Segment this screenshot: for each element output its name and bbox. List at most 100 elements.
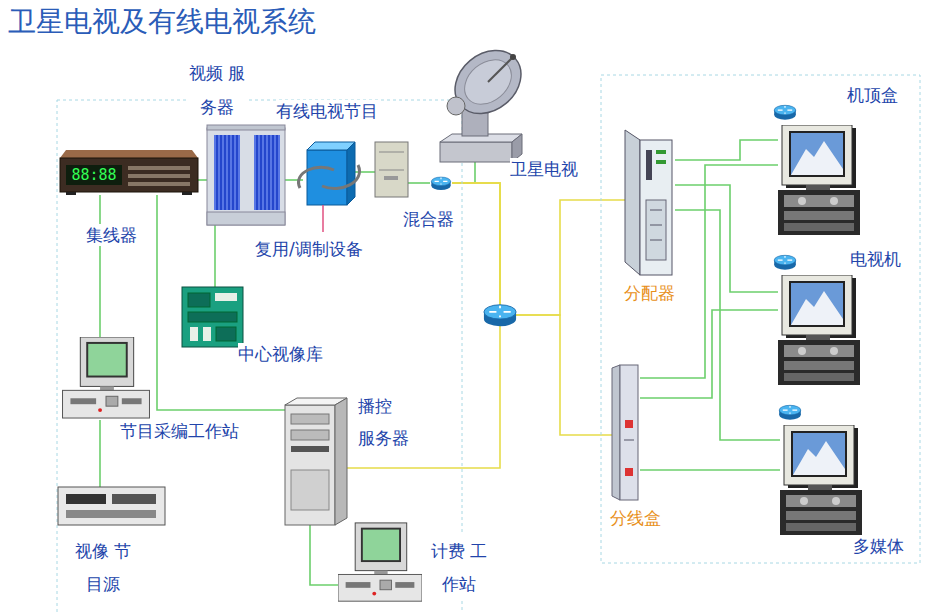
workstation-icon bbox=[63, 337, 150, 418]
device-node: 节目采编工作站 bbox=[62, 337, 150, 420]
connector bbox=[408, 182, 430, 184]
connector bbox=[99, 195, 101, 337]
art-rect bbox=[66, 510, 156, 518]
art-ellipse bbox=[456, 51, 520, 114]
art-rect bbox=[203, 327, 211, 341]
art-rect bbox=[384, 176, 398, 180]
art-line bbox=[488, 58, 512, 82]
art-rect bbox=[291, 446, 329, 452]
device-node: 计费 工作站 bbox=[338, 520, 422, 606]
art-rect bbox=[646, 150, 652, 180]
device-node: 卫星电视 bbox=[438, 50, 523, 162]
art-rect bbox=[307, 150, 347, 205]
junction-box-device bbox=[612, 365, 638, 500]
device-label: 视频 服务器 bbox=[186, 56, 248, 124]
art-polygon bbox=[60, 150, 198, 158]
device-node: 视频 服务器 bbox=[207, 125, 285, 225]
art-rect bbox=[207, 212, 285, 225]
art-rect bbox=[128, 166, 190, 170]
connector bbox=[640, 469, 780, 471]
connector bbox=[347, 183, 500, 468]
connector bbox=[640, 310, 778, 398]
device-node: 混合器 bbox=[430, 176, 452, 190]
video-server-device bbox=[207, 125, 285, 225]
device-label: 多媒体 bbox=[853, 535, 904, 557]
device-node: 多媒体 bbox=[780, 425, 862, 535]
art-rect bbox=[58, 487, 165, 525]
art-rect bbox=[646, 200, 666, 260]
router-icon bbox=[774, 255, 796, 269]
art-rect bbox=[215, 293, 237, 301]
device-node: 复用/调制设备 bbox=[303, 140, 355, 212]
router-icon bbox=[431, 177, 450, 190]
art-rect bbox=[625, 420, 633, 428]
connector bbox=[198, 179, 207, 181]
satellite-dish bbox=[440, 37, 534, 162]
terminal-icon bbox=[778, 275, 860, 385]
device-label: 计费 工作站 bbox=[428, 535, 490, 601]
art-rect bbox=[207, 128, 285, 225]
connector bbox=[157, 195, 285, 410]
device-node: 电视机 bbox=[778, 275, 860, 385]
art-rect bbox=[291, 414, 329, 424]
device-node: 分线盒 bbox=[612, 363, 640, 500]
art-polygon bbox=[347, 142, 355, 205]
art-polygon bbox=[335, 398, 347, 525]
device-label: 分配器 bbox=[624, 282, 675, 304]
device-label: 有线电视节目 bbox=[276, 100, 378, 122]
device-node: 播控 服务器 bbox=[285, 398, 347, 525]
art-rect bbox=[656, 160, 666, 164]
art-circle bbox=[447, 97, 465, 115]
art-rect bbox=[112, 494, 156, 504]
art-line bbox=[650, 240, 662, 241]
device-node: 机顶盒 bbox=[778, 125, 860, 235]
art-rect bbox=[214, 135, 240, 210]
art-rect bbox=[128, 174, 190, 178]
connector bbox=[675, 185, 778, 292]
art-rect bbox=[182, 287, 243, 347]
device-node: 有线电视节目 bbox=[375, 142, 408, 197]
terminal-icon bbox=[780, 425, 862, 535]
device-label: 卫星电视 bbox=[510, 158, 578, 180]
connector bbox=[452, 183, 612, 435]
art-rect bbox=[66, 494, 106, 504]
art-line bbox=[379, 152, 404, 153]
art-rect bbox=[285, 405, 335, 525]
art-polygon bbox=[625, 130, 640, 275]
art-line bbox=[650, 225, 662, 226]
device-node: 中心视像库 bbox=[182, 287, 243, 347]
device-label: 电视机 bbox=[850, 248, 901, 270]
device-label: 视像 节目源 bbox=[72, 535, 134, 601]
terminal-icon bbox=[778, 125, 860, 235]
device-label: 机顶盒 bbox=[847, 84, 898, 106]
art-rect bbox=[625, 468, 633, 476]
art-rect bbox=[207, 125, 285, 130]
router-icon bbox=[484, 305, 516, 326]
art-rect bbox=[375, 142, 408, 197]
display-digits: 88:88 bbox=[67, 165, 121, 185]
device-label: 复用/调制设备 bbox=[255, 238, 363, 260]
art-rect bbox=[440, 142, 512, 162]
art-rect bbox=[66, 192, 76, 195]
art-rect bbox=[128, 182, 190, 186]
device-label: 节目采编工作站 bbox=[120, 420, 239, 442]
art-rect bbox=[188, 312, 237, 322]
region-frame bbox=[57, 100, 462, 613]
connector bbox=[675, 140, 778, 160]
hub-device bbox=[60, 150, 198, 195]
playout-server-tower bbox=[285, 398, 347, 525]
art-path bbox=[299, 167, 334, 188]
device-label: 分线盒 bbox=[610, 507, 661, 529]
device-label: 中心视像库 bbox=[238, 343, 323, 365]
connector bbox=[675, 210, 780, 440]
connector bbox=[99, 420, 101, 487]
device-label: 集线器 bbox=[86, 224, 137, 246]
router-icon bbox=[774, 105, 796, 119]
router-icon bbox=[779, 405, 801, 419]
device-label: 播控 服务器 bbox=[358, 390, 414, 454]
diagram-title: 卫星电视及有线电视系统 bbox=[8, 4, 316, 40]
cable-program-box bbox=[375, 142, 408, 197]
art-rect bbox=[182, 192, 192, 195]
